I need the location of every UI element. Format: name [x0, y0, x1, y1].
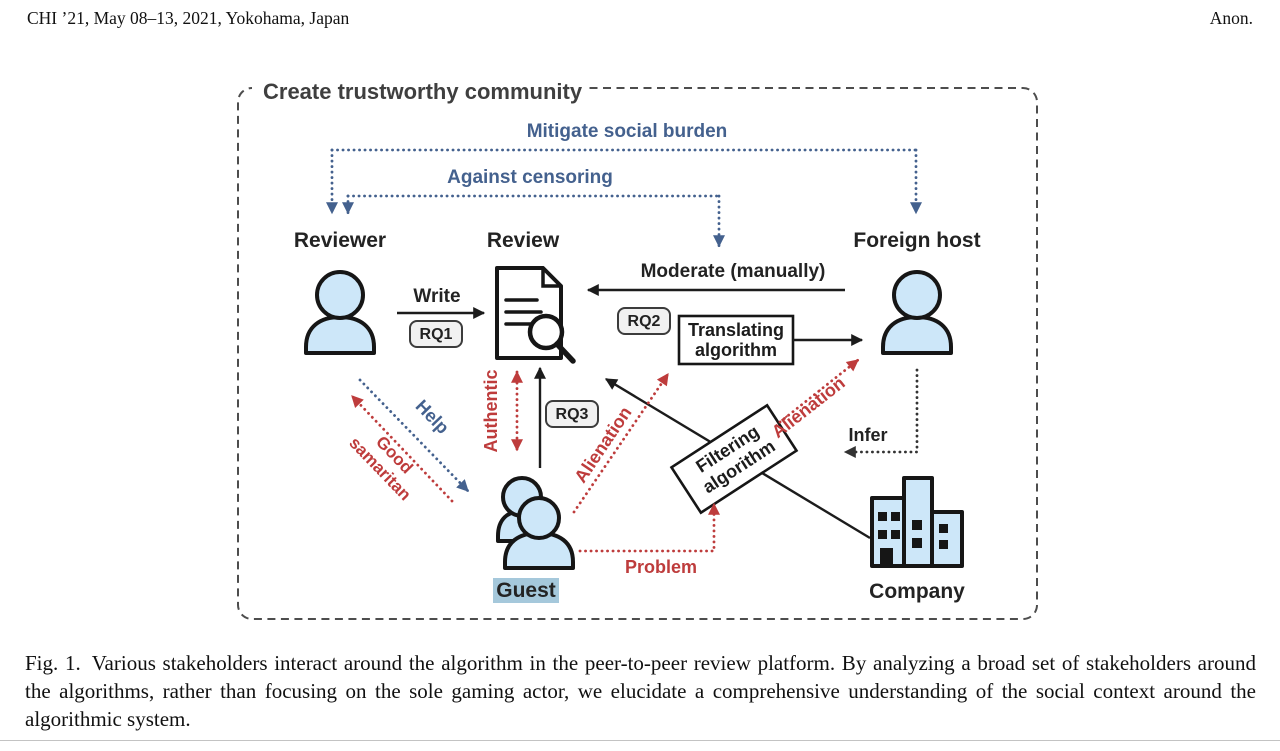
svg-text:RQ1: RQ1	[420, 326, 453, 343]
reviewer-person-icon	[304, 270, 376, 355]
svg-text:Translating: Translating	[688, 320, 784, 340]
svg-text:RQ3: RQ3	[556, 406, 589, 423]
moderate-manually-label: Moderate (manually)	[641, 261, 826, 282]
mitigate-social-burden-arrow: Mitigate social burden	[326, 121, 922, 215]
rq3-badge: RQ3	[545, 400, 599, 428]
guest-label-highlight	[493, 578, 559, 603]
company-label: Company	[869, 580, 965, 603]
problem-label: Problem	[625, 557, 697, 577]
svg-text:algorithm: algorithm	[695, 340, 777, 360]
alienation-left-arrow	[572, 372, 670, 514]
svg-text:Guest: Guest	[496, 579, 556, 602]
translating-algorithm-box: Translating algorithm	[677, 314, 795, 366]
infer-label: Infer	[848, 425, 887, 445]
author-header: Anon.	[1209, 8, 1253, 28]
alienation-right-label: Alienation	[768, 373, 849, 442]
rq1-badge: RQ1	[409, 320, 463, 348]
bottom-rule	[0, 740, 1280, 741]
figure-caption: Fig. 1.Various stakeholders interact aro…	[25, 649, 1256, 733]
conference-header: CHI ’21, May 08–13, 2021, Yokohama, Japa…	[27, 8, 350, 28]
company-building-icon	[870, 476, 964, 568]
guest-label: Guest	[493, 578, 559, 603]
good-samaritan-arrow	[350, 394, 454, 503]
magnifier-icon	[527, 313, 565, 351]
authentic-label: Authentic	[481, 370, 501, 453]
problem-arrow	[578, 502, 720, 553]
foreign-host-person-icon	[881, 270, 953, 355]
against-censoring-label: Against censoring	[447, 167, 613, 188]
mitigate-social-burden-label: Mitigate social burden	[527, 121, 728, 142]
figure-1-diagram: Create trustworthy community Mitigate so…	[237, 74, 1038, 620]
diagram-border	[237, 87, 1038, 620]
help-label: Help	[412, 396, 453, 438]
infer-arrow	[843, 368, 919, 458]
diagram-title-bg	[252, 74, 586, 104]
review-document-icon	[495, 266, 576, 364]
svg-text:RQ2: RQ2	[628, 313, 661, 330]
figure-caption-text: Various stakeholders interact around the…	[25, 651, 1256, 731]
foreign-host-label: Foreign host	[853, 229, 980, 252]
alienation-right-arrow	[778, 358, 860, 424]
page-header: CHI ’21, May 08–13, 2021, Yokohama, Japa…	[27, 8, 1253, 29]
reviewer-label: Reviewer	[294, 229, 386, 252]
rq2-badge: RQ2	[617, 307, 671, 335]
help-arrow	[358, 378, 470, 493]
review-label: Review	[487, 229, 560, 252]
diagram-title: Create trustworthy community	[263, 79, 583, 104]
write-label: Write	[413, 286, 460, 307]
guest-person-icon	[496, 476, 575, 570]
figure-caption-label: Fig. 1.	[25, 651, 81, 675]
against-censoring-arrow: Against censoring	[342, 167, 725, 248]
